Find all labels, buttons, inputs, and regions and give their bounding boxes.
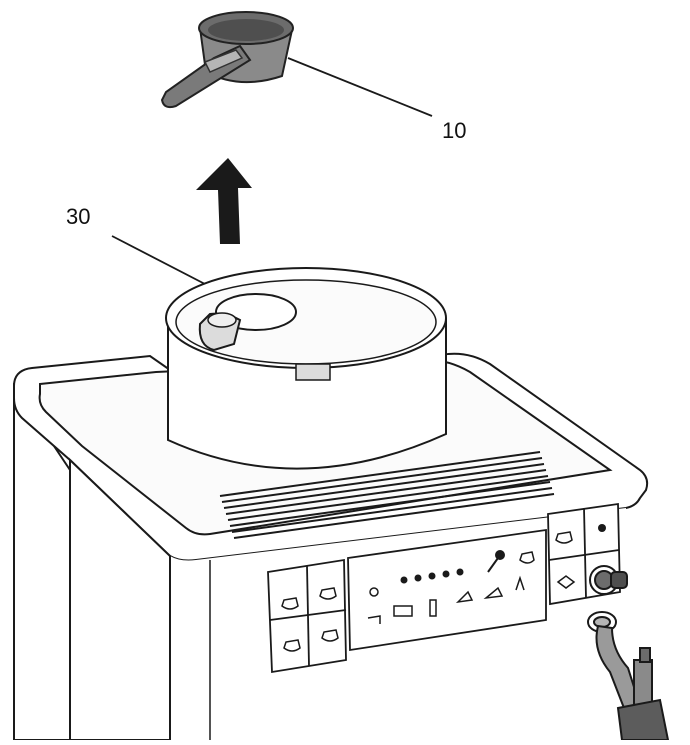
- lift-arrow-icon: [196, 158, 252, 244]
- steam-knob: [589, 565, 628, 595]
- callout-label-30: 30: [66, 204, 91, 229]
- container-lid: [198, 293, 297, 352]
- vent-grille: [219, 451, 555, 539]
- key-icon: [487, 550, 505, 573]
- bean-container: [165, 267, 447, 470]
- callout-label-10: 10: [442, 118, 467, 143]
- status-leds: [400, 524, 606, 584]
- steam-wand: [587, 611, 670, 741]
- measuring-scoop: [160, 11, 294, 109]
- leader-line-10: [287, 57, 433, 117]
- panel-icons: [281, 531, 576, 652]
